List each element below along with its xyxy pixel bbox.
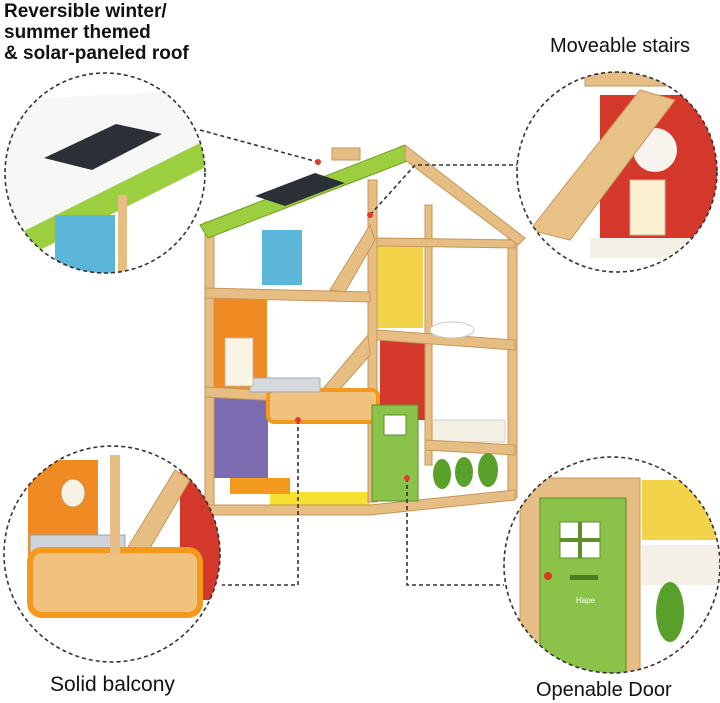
sofa (230, 478, 290, 494)
balcony (266, 388, 380, 424)
yellow-wall (377, 238, 423, 328)
door-zoom-tree (656, 582, 684, 642)
purple-wall (213, 398, 268, 478)
upper-stairs (329, 223, 376, 293)
dot-balcony (295, 417, 301, 423)
stairs-zoom-stairs (529, 89, 676, 241)
roof-zoom-white (5, 90, 205, 243)
dot-stairs (367, 212, 373, 218)
door-zoom-brand: Hape (576, 596, 596, 605)
callout-label-roof-line-3: & solar-paneled roof (4, 42, 189, 64)
door-zoom-border (503, 456, 720, 674)
floor-5 (424, 439, 516, 456)
leader-balcony (222, 420, 299, 586)
white-tile-floor (426, 419, 506, 443)
stairs-zoom-border (516, 71, 718, 273)
roof-zoom-green (5, 135, 205, 270)
balcony-zoom-border (3, 445, 221, 663)
bed (249, 377, 321, 393)
floor-1 (204, 287, 371, 303)
roof-zoom-border (4, 72, 206, 274)
main-stairs (321, 333, 371, 396)
callout-label-roof-line-2: summer themed (4, 21, 151, 43)
roof-zoom-solar (44, 124, 162, 170)
left-post (204, 221, 215, 515)
leader-roof (199, 129, 319, 163)
leader-door (406, 478, 504, 586)
door-zoom-floor (642, 545, 720, 585)
callout-circle-roof (4, 72, 206, 274)
callout-label-roof: Reversible winter/ summer themed & solar… (4, 1, 224, 65)
leader-stairs (369, 164, 520, 216)
dot-door (404, 475, 410, 481)
tree-1 (433, 459, 451, 489)
callout-label-balcony: Solid balcony (50, 673, 175, 696)
solar-panel (255, 173, 345, 206)
door-zoom-knob (544, 572, 552, 580)
callout-circle-door: Hape (503, 456, 720, 674)
roof-zoom-blue-wall (55, 215, 115, 273)
stairs-zoom-floor (590, 238, 717, 258)
roof-right (404, 143, 526, 246)
callout-label-stairs: Moveable stairs (550, 35, 691, 57)
bathtub (429, 321, 475, 339)
callout-label-door: Openable Door (536, 679, 672, 701)
roof-zoom-post (118, 195, 127, 273)
dollhouse (199, 143, 526, 516)
door-window (383, 414, 407, 436)
wardrobe (224, 337, 254, 387)
balcony-zoom-mirror (60, 478, 86, 508)
door-zoom-right-wall (642, 480, 720, 540)
callout-label-roof-line-1: Reversible winter/ (4, 1, 167, 22)
callout-circle-stairs (516, 71, 718, 273)
right-post (507, 237, 518, 499)
balcony-zoom-rail (27, 547, 203, 618)
floor-3 (376, 329, 516, 351)
dot-roof (315, 159, 321, 165)
balcony-zoom-post (110, 455, 120, 555)
blue-wall (262, 230, 302, 285)
chimney (331, 147, 361, 161)
callout-circle-balcony (3, 445, 221, 663)
leader-lines (199, 129, 520, 586)
tree-2 (455, 457, 473, 487)
front-door (371, 404, 419, 502)
floor-4 (376, 237, 516, 249)
door-zoom-mail-slot (570, 575, 598, 580)
tree-3 (478, 453, 498, 487)
stairs-zoom-chair (629, 179, 666, 236)
